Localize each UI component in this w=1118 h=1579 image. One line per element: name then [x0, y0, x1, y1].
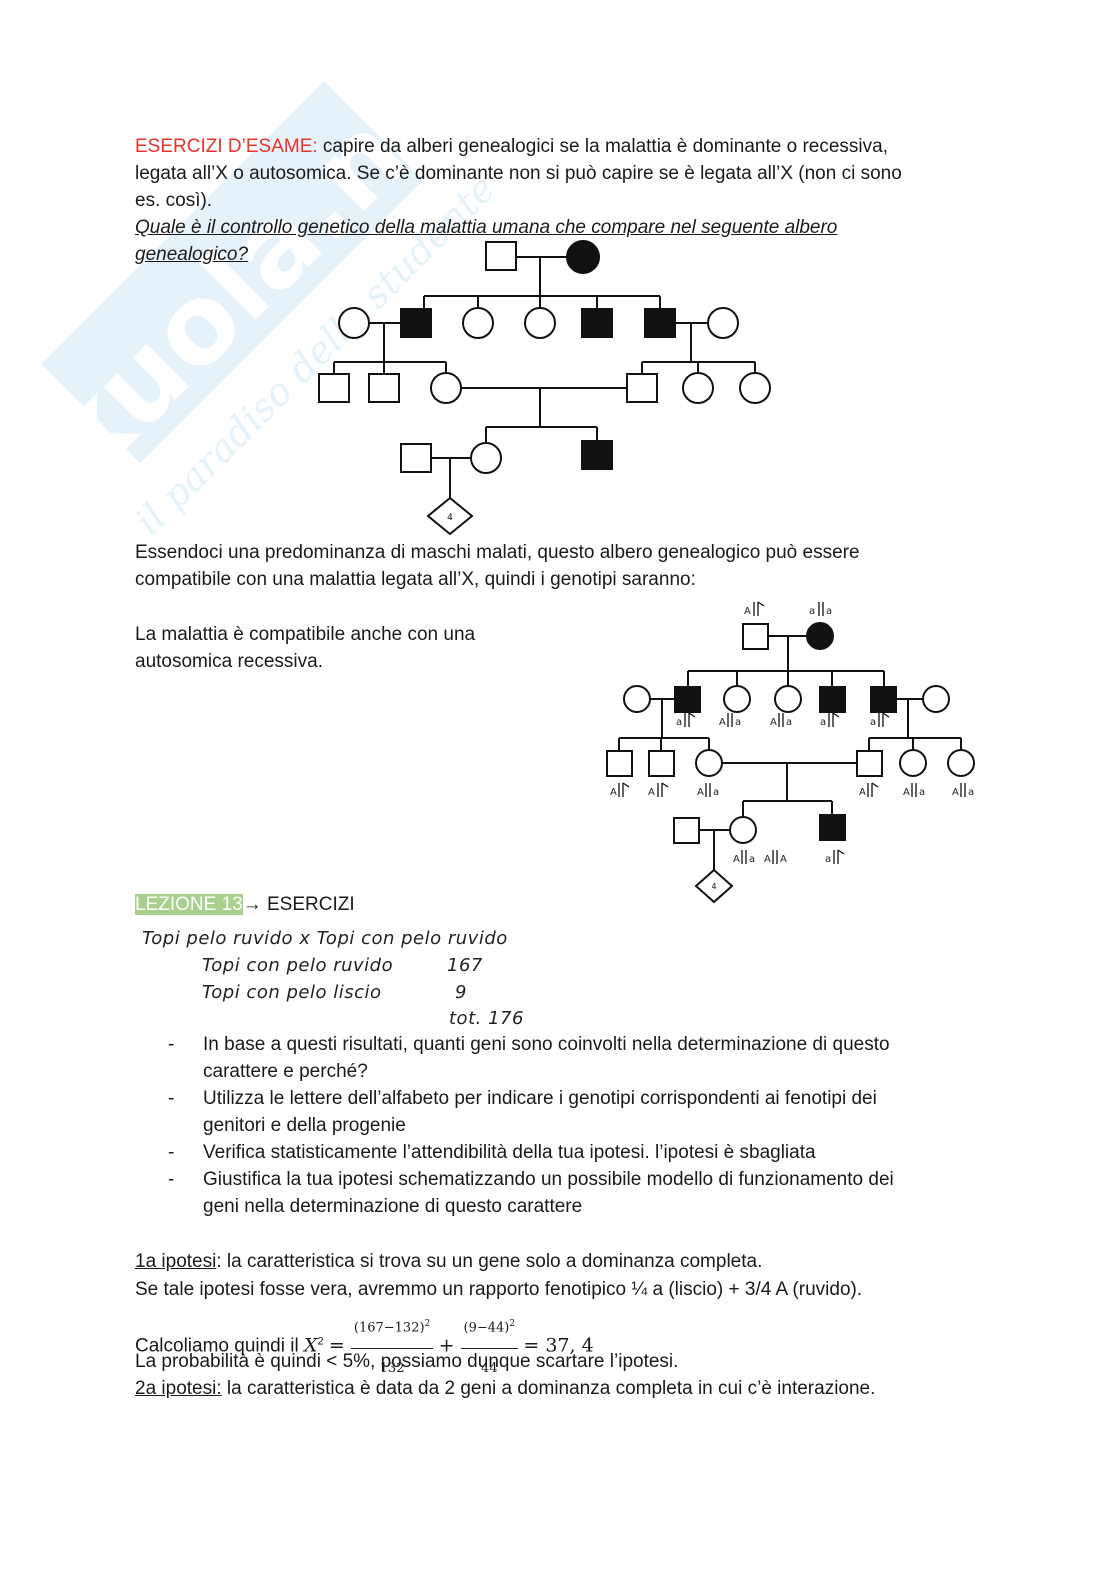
alt-line-2: autosomica recessiva. — [135, 651, 323, 672]
geno-g3-4: A — [859, 787, 866, 798]
intro-line-3: es. così). — [135, 190, 213, 211]
geno-g2-1: a — [676, 717, 682, 728]
question-item: In base a questi risultati, quanti geni … — [203, 1034, 890, 1055]
fraction-1-exp: 2 — [424, 1319, 431, 1329]
hyp1-line-4: La probabilità è quindi < 5%, possiamo d… — [135, 1351, 679, 1372]
cross-total: tot. 176 — [449, 1008, 524, 1029]
pedigree-chart: 4 — [318, 240, 771, 536]
genotype-pedigree: 4 A a a a A a A a a a A A A a A A a A a … — [606, 601, 975, 904]
geno-g2-3b: a — [786, 717, 792, 728]
geno-g3-3: A — [697, 787, 704, 798]
fraction-2-num: (9−44) — [463, 1320, 510, 1336]
geno-g3-6: A — [952, 787, 959, 798]
hyp1-text: : la caratteristica si trova su un gene … — [216, 1251, 763, 1272]
lesson-tag: LEZIONE 13 — [135, 894, 243, 915]
chi-exp: 2 — [317, 1335, 324, 1348]
intro-line-2: legata all’X o autosomica. Se c’è domina… — [135, 163, 902, 184]
question-item: carattere e perché? — [203, 1061, 368, 1082]
geno-g3-3b: a — [713, 787, 719, 798]
intro-line-1: ESERCIZI D’ESAME: capire da alberi genea… — [135, 134, 888, 160]
geno-g3-5: A — [903, 787, 910, 798]
fraction-1-num: (167−132) — [353, 1320, 425, 1336]
hyp1-line-2: Se tale ipotesi fosse vera, avremmo un r… — [135, 1279, 863, 1300]
fraction-1: (167−132)2 132 — [350, 1304, 434, 1389]
question-dash: - — [168, 1034, 175, 1055]
hyp1-label: 1a ipotesi — [135, 1251, 217, 1272]
calc-prefix: Calcoliamo quindi il — [135, 1335, 304, 1357]
question-item: Verifica statisticamente l’attendibilità… — [203, 1142, 816, 1163]
analysis-line-2: compatibile con una malattia legata all’… — [135, 569, 696, 590]
question-dash: - — [168, 1142, 175, 1163]
analysis-line-1: Essendoci una predominanza di maschi mal… — [135, 542, 860, 563]
hyp2-text: la caratteristica è data da 2 geni a dom… — [221, 1378, 876, 1399]
geno-mother-2: a — [826, 606, 832, 617]
question-dash: - — [168, 1088, 175, 1109]
geno-g3-1: A — [610, 787, 617, 798]
geno-g4-1d: A — [780, 854, 787, 865]
question-item: genitori e della progenie — [203, 1115, 406, 1136]
chi-result: = 37, 4 — [523, 1334, 594, 1357]
cross-row-1-label: Topi con pelo ruvido — [202, 955, 394, 976]
question-line-2: genealogico? — [135, 244, 249, 265]
fraction-2-exp: 2 — [509, 1319, 516, 1329]
hyp2-line: 2a ipotesi: la caratteristica è data da … — [135, 1376, 875, 1402]
geno-mother: a — [809, 606, 815, 617]
question-item: Giustifica la tua ipotesi schematizzando… — [203, 1169, 894, 1190]
proband-label-2: 4 — [711, 882, 716, 891]
intro-line1-rest: capire da alberi genealogici se la malat… — [317, 136, 888, 157]
lesson-heading: LEZIONE 13→ ESERCIZI — [135, 892, 355, 918]
hyp2-label: 2a ipotesi: — [135, 1378, 222, 1399]
geno-g2-4: a — [820, 717, 826, 728]
geno-father: A — [744, 606, 751, 617]
cross-row-1-value: 167 — [447, 955, 483, 976]
question-line-1: Quale è il controllo genetico della mala… — [135, 217, 838, 238]
geno-g3-6b: a — [968, 787, 974, 798]
cross-title: Topi pelo ruvido x Topi con pelo ruvido — [142, 928, 508, 949]
geno-g3-2: A — [648, 787, 655, 798]
geno-g4-1b: a — [749, 854, 755, 865]
geno-g3-5b: a — [919, 787, 925, 798]
question-dash: - — [168, 1169, 175, 1190]
lesson-title: → ESERCIZI — [242, 894, 355, 915]
geno-g2-3: A — [770, 717, 777, 728]
question-item: Utilizza le lettere dell’alfabeto per in… — [203, 1088, 877, 1109]
fraction-2-den: 44 — [481, 1361, 498, 1377]
geno-g4-1: A — [733, 854, 740, 865]
alt-line-1: La malattia è compatibile anche con una — [135, 624, 476, 645]
cross-row-2-label: Topi con pelo liscio — [202, 982, 382, 1003]
proband-label: 4 — [447, 513, 453, 523]
hyp1-line-1: 1a ipotesi: la caratteristica si trova s… — [135, 1249, 762, 1275]
geno-g2-5: a — [870, 717, 876, 728]
question-item: geni nella determinazione di questo cara… — [203, 1196, 583, 1217]
chi-symbol: X — [303, 1334, 318, 1357]
intro-label: ESERCIZI D’ESAME: — [135, 136, 318, 157]
cross-row-2-value: 9 — [455, 982, 467, 1003]
geno-g2-2b: a — [735, 717, 741, 728]
fraction-1-den: 132 — [379, 1361, 405, 1377]
geno-g4-2: a — [825, 854, 831, 865]
geno-g4-1c: A — [764, 854, 771, 865]
geno-g2-2: A — [719, 717, 726, 728]
fraction-2: (9−44)2 44 — [460, 1304, 519, 1389]
